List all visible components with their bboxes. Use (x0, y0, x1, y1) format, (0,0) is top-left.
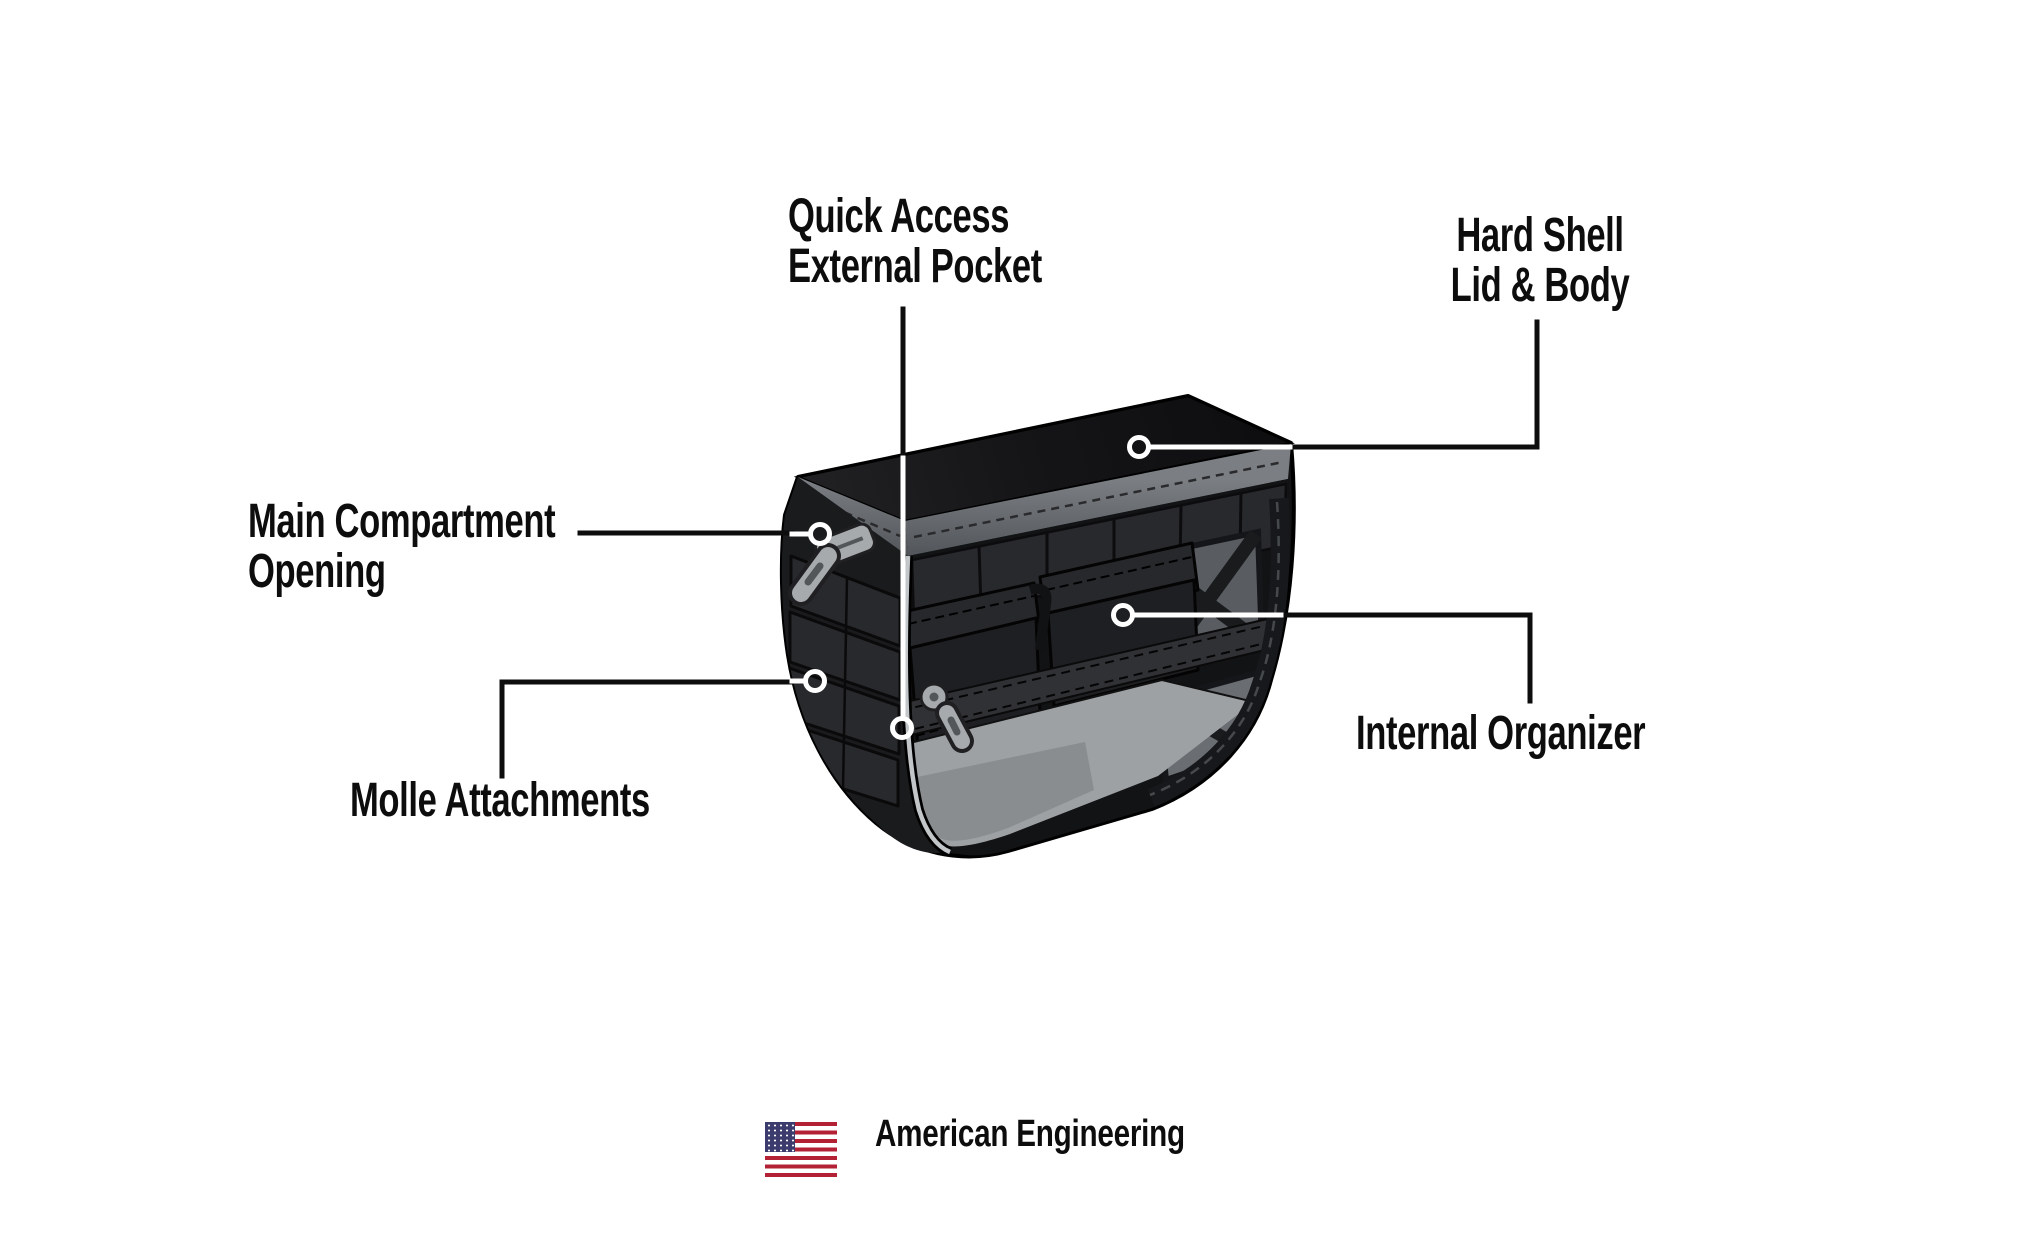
leader-line-hard-shell (1127, 319, 1540, 459)
leader-line-main-compartment (577, 522, 832, 546)
label-internal-organizer: Internal Organizer (1356, 707, 1646, 760)
bag-front-cutaway (906, 479, 1290, 856)
label-line: External Pocket (788, 240, 1042, 293)
leader-lines (499, 306, 1540, 779)
flag-canton (765, 1122, 795, 1152)
label-hard-shell-lid-body: Hard Shell Lid & Body (1396, 211, 1684, 311)
marker-dot-main-compartment (808, 522, 832, 546)
footer-tagline: American Engineering (875, 1113, 1185, 1155)
piping-edge (900, 555, 953, 857)
label-line: Main Compartment (248, 495, 556, 548)
marker-dot-molle (803, 669, 827, 693)
label-line: Opening (248, 545, 386, 598)
leader-line-quick-access (890, 306, 914, 740)
us-flag-icon (765, 1122, 837, 1177)
label-molle-attachments: Molle Attachments (350, 774, 650, 827)
label-line: Quick Access (788, 190, 1010, 243)
marker-dot-hard-shell (1127, 435, 1151, 459)
main-zipper-pull (788, 522, 876, 606)
marker-dot-quick-access (890, 716, 914, 740)
label-quick-access-external-pocket: Quick Access External Pocket (788, 192, 1042, 292)
leader-line-internal-organizer (1111, 603, 1533, 704)
label-line: Lid & Body (1450, 259, 1630, 312)
marker-dot-internal-organizer (1111, 603, 1135, 627)
label-line: Hard Shell (1456, 209, 1624, 262)
label-line: Internal Organizer (1356, 707, 1646, 760)
label-line: Molle Attachments (350, 774, 650, 827)
front-zipper-pull (919, 682, 974, 753)
leader-line-molle (499, 669, 827, 779)
label-main-compartment-opening: Main Compartment Opening (248, 495, 556, 598)
